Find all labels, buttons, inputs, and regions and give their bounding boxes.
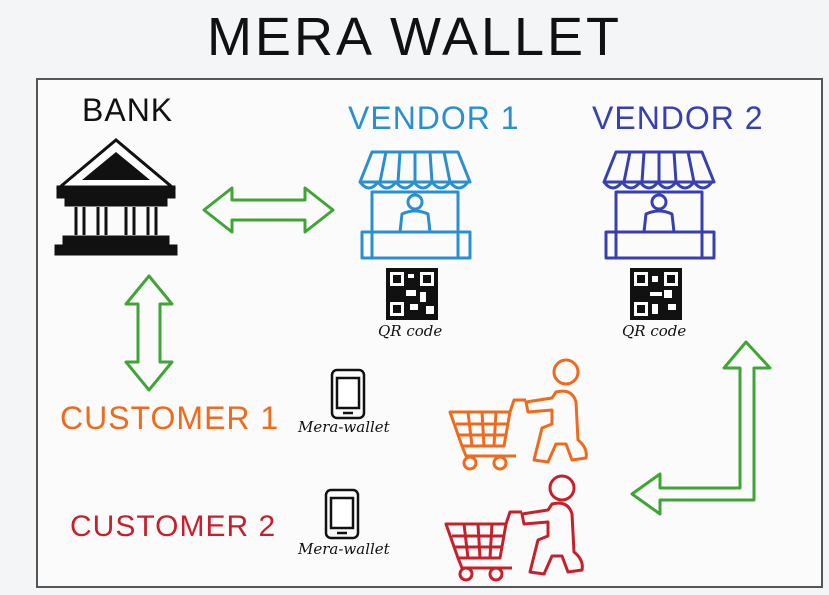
vendor1-label: VENDOR 1 (348, 100, 520, 136)
arrow-customer2-vendor2 (630, 340, 772, 516)
arrow-bank-customer1 (124, 274, 174, 392)
person-icon-customer2 (520, 474, 584, 576)
qr-code-icon-vendor1 (386, 268, 438, 320)
person-icon-customer1 (524, 358, 588, 464)
customer2-label: CUSTOMER 2 (70, 510, 277, 543)
qr-code-icon-vendor2 (630, 268, 682, 320)
shopping-cart-icon-customer1 (448, 398, 526, 471)
bank-building-icon (54, 138, 178, 256)
customer1-label: CUSTOMER 1 (60, 400, 280, 436)
bank-label: BANK (82, 92, 174, 128)
phone-icon-customer2 (324, 488, 360, 540)
shopping-cart-icon-customer2 (444, 510, 522, 582)
wallet-caption-customer2: Mera-wallet (298, 540, 390, 558)
phone-icon-customer1 (330, 368, 366, 420)
qr-caption-vendor1: QR code (378, 322, 443, 340)
qr-caption-vendor2: QR code (622, 322, 687, 340)
arrow-bank-vendor1 (202, 186, 335, 234)
diagram-title: MERA WALLET (206, 7, 623, 67)
wallet-caption-customer1: Mera-wallet (298, 418, 390, 436)
vendor2-label: VENDOR 2 (592, 100, 764, 136)
vendor1-shop-icon (358, 150, 472, 260)
vendor2-shop-icon (602, 150, 716, 260)
